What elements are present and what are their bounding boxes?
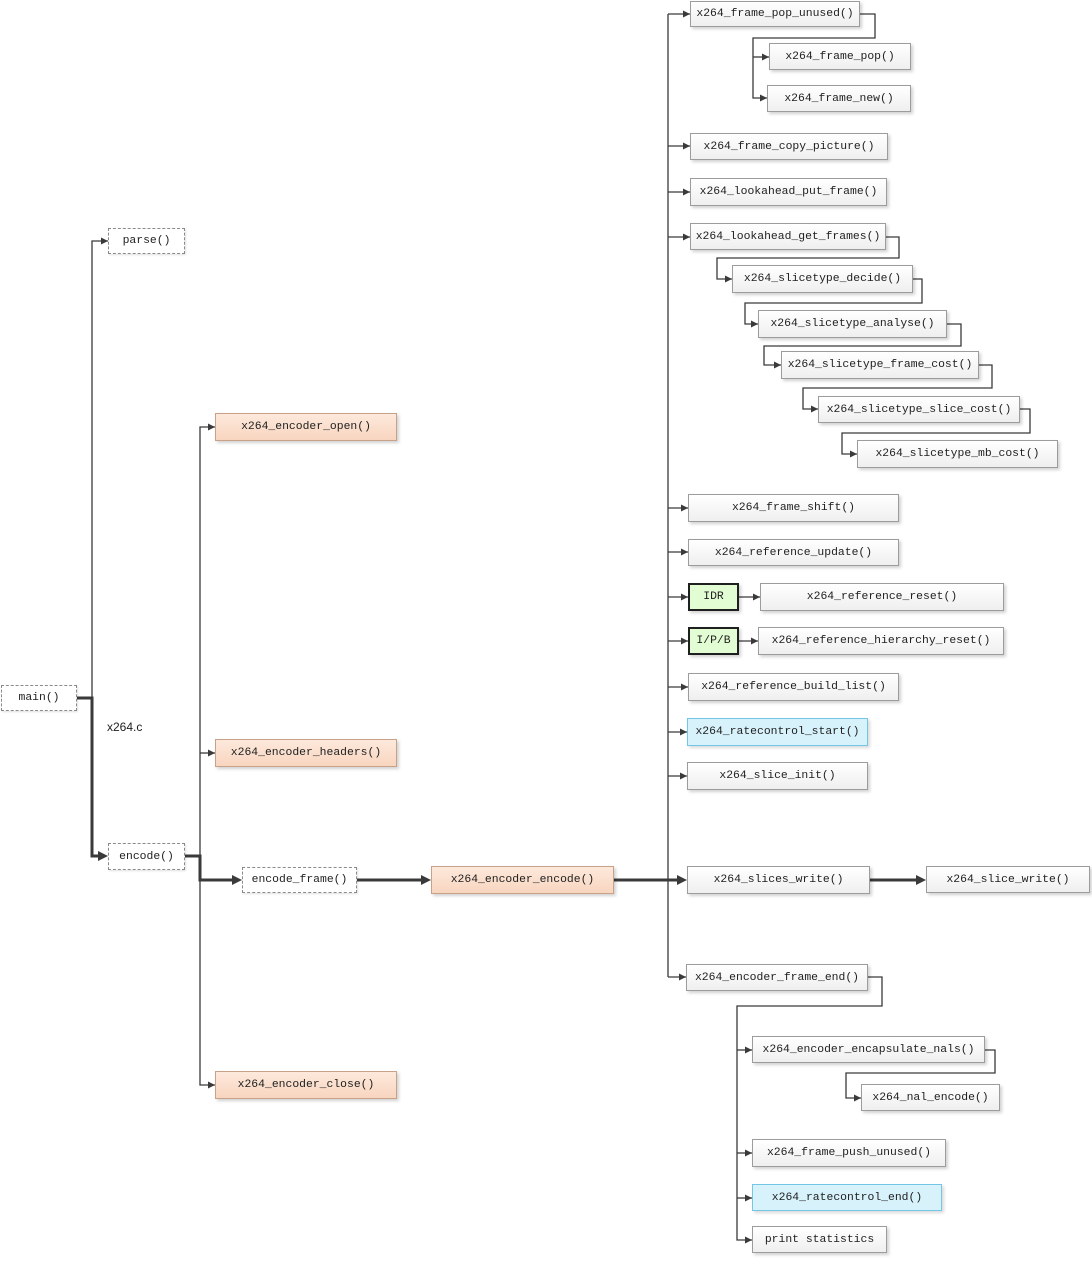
- idr-badge: IDR: [688, 583, 739, 611]
- connector-analyse-frame-cost: [763, 323, 962, 369]
- frame-new-node: x264_frame_new(): [767, 85, 911, 112]
- connector-encode-encoder-open: [199, 423, 215, 856]
- slice-init-node: x264_slice_init(): [687, 762, 868, 790]
- frame-shift-node: x264_frame_shift(): [688, 494, 899, 522]
- parse-node: parse(): [108, 228, 185, 254]
- print-statistics-node: print statistics: [752, 1226, 887, 1253]
- encoder-open-node: x264_encoder_open(): [215, 413, 397, 441]
- frame-push-unused-node: x264_frame_push_unused(): [752, 1139, 946, 1167]
- ratecontrol-start-node: x264_ratecontrol_start(): [687, 718, 868, 746]
- main-node: main(): [1, 685, 77, 711]
- file-label: x264.c: [107, 720, 143, 734]
- slicetype-decide-node: x264_slicetype_decide(): [732, 265, 913, 293]
- connector-slice-cost-mb-cost: [841, 408, 1031, 458]
- slices-write-node: x264_slices_write(): [687, 866, 870, 894]
- thin-connectors: [91, 10, 1031, 1244]
- connector-get-frames-slicetype-decide: [716, 236, 900, 283]
- slicetype-mb-cost-node: x264_slicetype_mb_cost(): [857, 440, 1058, 468]
- ratecontrol-end-node: x264_ratecontrol_end(): [752, 1184, 942, 1211]
- reference-build-list-node: x264_reference_build_list(): [688, 673, 899, 701]
- reference-reset-node: x264_reference_reset(): [760, 583, 1004, 611]
- encoder-frame-end-node: x264_encoder_frame_end(): [686, 964, 868, 991]
- encode-node: encode(): [108, 843, 185, 870]
- frame-copy-picture-node: x264_frame_copy_picture(): [690, 133, 888, 160]
- nal-encode-node: x264_nal_encode(): [861, 1084, 1000, 1111]
- connector-frame-cost-slice-cost: [802, 364, 993, 413]
- reference-hierarchy-reset-node: x264_reference_hierarchy_reset(): [758, 627, 1004, 655]
- connector-encapsulate-nal-encode: [845, 1049, 996, 1102]
- frame-pop-unused-node: x264_frame_pop_unused(): [690, 1, 860, 27]
- slicetype-frame-cost-node: x264_slicetype_frame_cost(): [781, 351, 979, 379]
- encoder-close-node: x264_encoder_close(): [215, 1071, 397, 1099]
- encoder-encode-node: x264_encoder_encode(): [431, 866, 614, 894]
- reference-update-node: x264_reference_update(): [688, 539, 899, 566]
- connector-decide-analyse: [744, 278, 923, 328]
- connector-frame-pop-unused-frame-new: [752, 13, 876, 102]
- connector-main-parse: [91, 237, 108, 698]
- encapsulate-nals-node: x264_encoder_encapsulate_nals(): [752, 1036, 985, 1063]
- lookahead-put-frame-node: x264_lookahead_put_frame(): [690, 178, 887, 206]
- connector-frame-end-print-statistics: [736, 976, 883, 1244]
- connector-encode-encoder-close: [199, 880, 215, 1089]
- encode-frame-node: encode_frame(): [242, 867, 357, 893]
- slicetype-slice-cost-node: x264_slicetype_slice_cost(): [818, 396, 1020, 423]
- lookahead-get-frames-node: x264_lookahead_get_frames(): [690, 223, 886, 250]
- ipb-badge: I/P/B: [688, 627, 739, 655]
- slice-write-node: x264_slice_write(): [926, 866, 1090, 893]
- encoder-headers-node: x264_encoder_headers(): [215, 739, 397, 767]
- frame-pop-node: x264_frame_pop(): [769, 43, 911, 70]
- main-path-connectors: [77, 696, 926, 885]
- slicetype-analyse-node: x264_slicetype_analyse(): [758, 310, 947, 338]
- connector-encode-encode-frame: [185, 854, 242, 885]
- connector-main-encode: [77, 696, 108, 861]
